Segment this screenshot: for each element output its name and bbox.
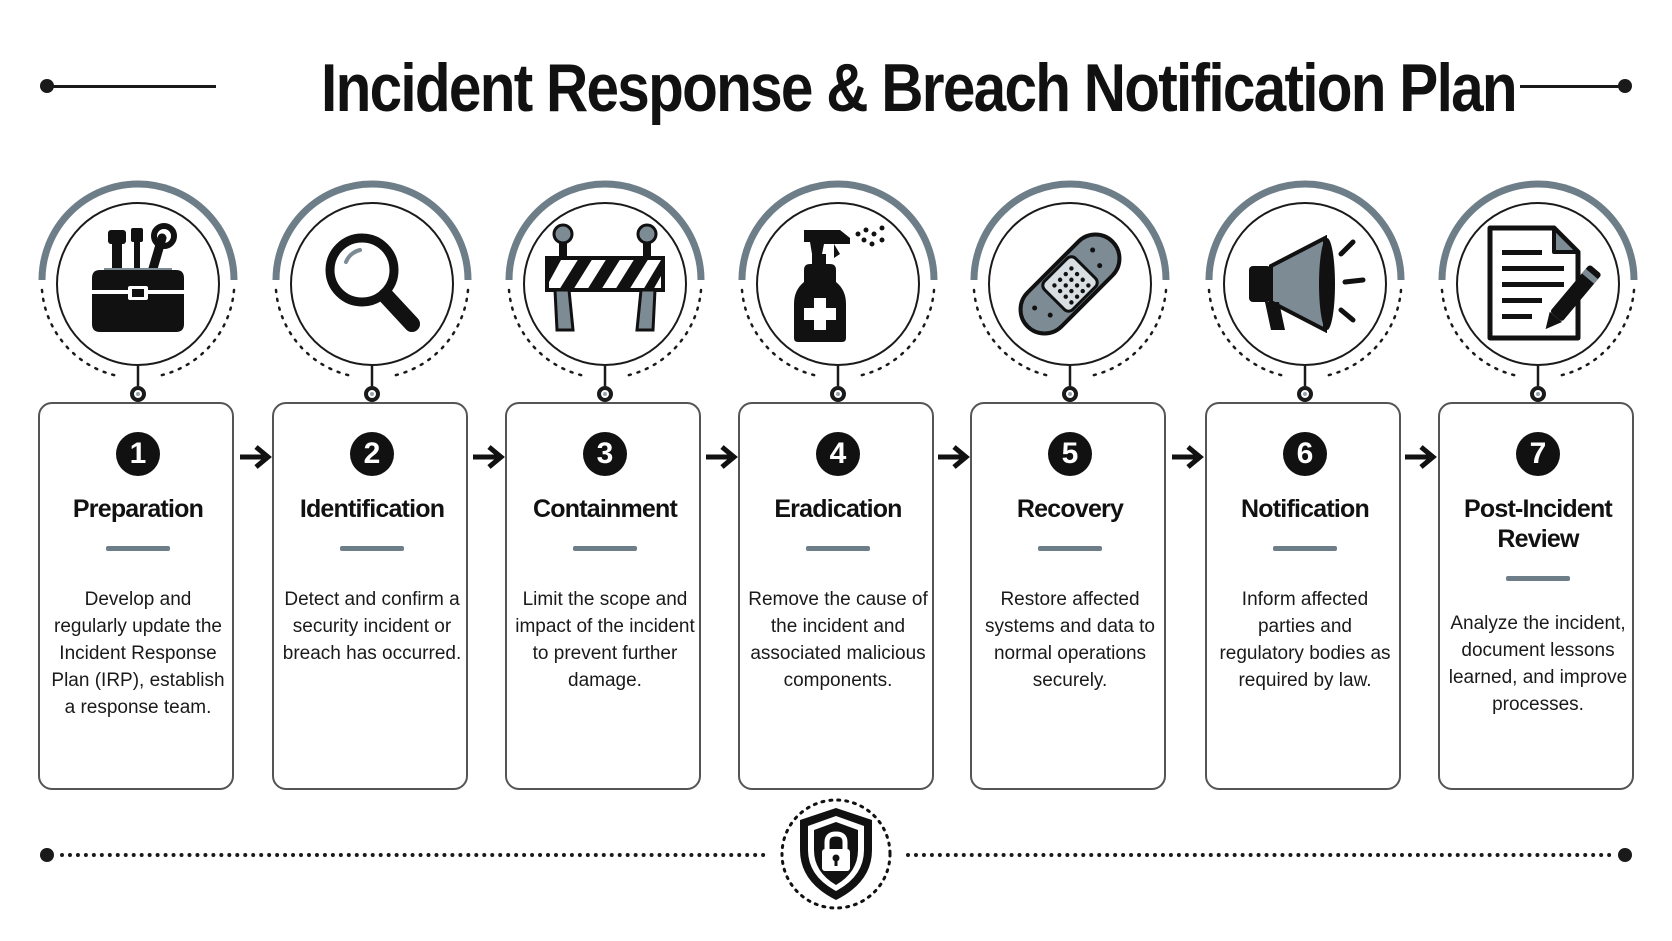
footer-rule [0, 790, 1672, 930]
arrow-right-icon [473, 445, 505, 469]
magnifying-glass-icon [325, 233, 420, 332]
barrier-icon [545, 223, 665, 332]
icon-circle [290, 202, 454, 366]
step-number-badge: 1 [116, 432, 160, 476]
step-number-badge: 4 [816, 432, 860, 476]
step-eradication: 4 Eradication Remove the cause of the in… [738, 180, 938, 792]
step-title: Eradication [774, 495, 902, 523]
title-underline [1506, 576, 1570, 581]
step-notification: 6 Notification Inform affected parties a… [1205, 180, 1405, 792]
title-underline [806, 546, 870, 551]
step-card: 3 Containment Limit the scope and impact… [505, 402, 701, 790]
arrow-right-icon [1172, 445, 1204, 469]
spray-bottle-icon [794, 225, 885, 342]
step-icon-frame [1205, 180, 1405, 410]
toolbox-icon [92, 223, 184, 332]
arrow-right-icon [1405, 445, 1437, 469]
title-row: Incident Response & Breach Notification … [0, 40, 1672, 132]
connector-dot [830, 386, 846, 402]
step-icon-frame [38, 180, 238, 410]
footer-left-dot [40, 848, 54, 862]
step-number-badge: 3 [583, 432, 627, 476]
title-left-dot [40, 79, 54, 93]
step-number-badge: 7 [1516, 432, 1560, 476]
title-underline [340, 546, 404, 551]
step-icon-frame [738, 180, 938, 410]
step-icon-frame [272, 180, 472, 410]
step-title: Preparation [72, 495, 204, 523]
step-card: 7 Post-Incident Review Analyze the incid… [1438, 402, 1634, 790]
step-preparation: 1 Preparation Develop and regularly upda… [38, 180, 238, 792]
step-description: Limit the scope and impact of the incide… [515, 589, 695, 691]
title-underline [1273, 546, 1337, 551]
step-icon-frame [505, 180, 705, 410]
footer-right-dotted-line [906, 853, 1612, 857]
title-left-rule [48, 85, 216, 88]
step-description: Detect and confirm a security incident o… [282, 589, 462, 664]
step-identification: 2 Identification Detect and confirm a se… [272, 180, 472, 792]
step-number-badge: 6 [1283, 432, 1327, 476]
connector-dot [364, 386, 380, 402]
connector-dot [1062, 386, 1078, 402]
step-description: Inform affected parties and regulatory b… [1219, 589, 1391, 691]
arrow-right-icon [938, 445, 970, 469]
step-title: Containment [533, 495, 678, 523]
step-icon-frame [970, 180, 1170, 410]
connector-dot [1530, 386, 1546, 402]
shield-lock-icon [776, 794, 896, 914]
step-description: Analyze the incident, document lessons l… [1448, 613, 1628, 715]
connector-dot [597, 386, 613, 402]
step-title: Post-Incident Review [1464, 495, 1613, 553]
title-right-rule [1520, 85, 1626, 88]
step-card: 4 Eradication Remove the cause of the in… [738, 402, 934, 790]
title-underline [573, 546, 637, 551]
step-description: Remove the cause of the incident and ass… [748, 589, 928, 691]
page-title: Incident Response & Breach Notification … [321, 50, 1518, 126]
title-underline [106, 546, 170, 551]
step-recovery: 5 Recovery Restore affected systems and … [970, 180, 1170, 792]
arrow-right-icon [240, 445, 272, 469]
arrow-right-icon [706, 445, 738, 469]
step-description: Develop and regularly update the Inciden… [51, 589, 225, 718]
step-card: 5 Recovery Restore affected systems and … [970, 402, 1166, 790]
connector-dot [130, 386, 146, 402]
footer-right-dot [1618, 848, 1632, 862]
step-description: Restore affected systems and data to nor… [984, 589, 1156, 691]
step-post-incident-review: 7 Post-Incident Review Analyze the incid… [1438, 180, 1638, 792]
title-underline [1038, 546, 1102, 551]
step-card: 6 Notification Inform affected parties a… [1205, 402, 1401, 790]
step-card: 2 Identification Detect and confirm a se… [272, 402, 468, 790]
step-number-badge: 5 [1048, 432, 1092, 476]
bandage-icon [1018, 232, 1122, 336]
footer-left-dotted-line [60, 853, 766, 857]
megaphone-icon [1249, 234, 1366, 334]
document-pen-icon [1487, 225, 1601, 341]
connector-dot [1297, 386, 1313, 402]
step-number-badge: 2 [350, 432, 394, 476]
step-containment: 3 Containment Limit the scope and impact… [505, 180, 705, 792]
step-icon-frame [1438, 180, 1638, 410]
step-title: Notification [1241, 495, 1370, 523]
title-right-dot [1618, 79, 1632, 93]
step-card: 1 Preparation Develop and regularly upda… [38, 402, 234, 790]
step-title: Identification [299, 495, 445, 523]
step-title: Recovery [1016, 495, 1124, 523]
